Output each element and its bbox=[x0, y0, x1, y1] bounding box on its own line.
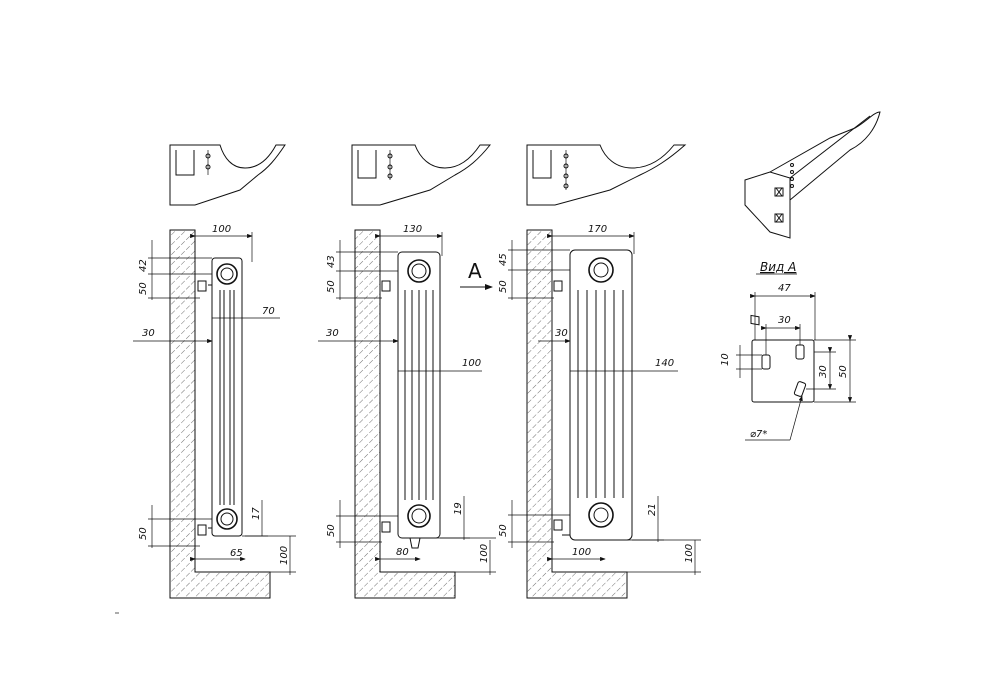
dim-top-dn-1: 50 bbox=[138, 282, 149, 295]
dim-floor-2: 100 bbox=[479, 544, 490, 563]
dim-bottom-off-1: 17 bbox=[251, 507, 262, 520]
radiator-body-3 bbox=[553, 249, 633, 541]
dim-bottom-c-2: 50 bbox=[326, 524, 337, 537]
detail-height: 50 bbox=[838, 365, 849, 378]
view-variant-130: 130 43 50 30 100 50 19 80 100 bbox=[318, 144, 496, 599]
dim-wall-gap-1: 30 bbox=[142, 328, 155, 339]
radiator-body-1 bbox=[197, 257, 243, 537]
dim-bracket-3: 140 bbox=[655, 358, 674, 369]
dim-bottom-w-3: 100 bbox=[572, 547, 591, 558]
dimensions-3: 170 45 50 30 140 50 21 100 100 bbox=[498, 224, 701, 575]
detail-hole-gap: 30 bbox=[818, 365, 829, 378]
view-variant-170: 170 45 50 30 140 50 21 100 100 bbox=[498, 144, 701, 599]
detail-width: 47 bbox=[778, 283, 791, 294]
dim-floor-3: 100 bbox=[684, 544, 695, 563]
dim-wall-gap-2: 30 bbox=[326, 328, 339, 339]
bracket-sketch-1 bbox=[169, 144, 286, 206]
dim-bottom-off-2: 19 bbox=[453, 502, 464, 515]
dim-top-dn-2: 50 bbox=[326, 280, 337, 293]
detail-diameter: ⌀7* bbox=[750, 429, 767, 440]
dim-bottom-w-1: 65 bbox=[230, 548, 243, 559]
dim-top-up-1: 42 bbox=[138, 259, 149, 272]
dim-bottom-c-3: 50 bbox=[498, 524, 509, 537]
dim-bottom-w-2: 80 bbox=[396, 547, 409, 558]
wall-section-3 bbox=[526, 229, 628, 599]
dim-depth-2: 130 bbox=[403, 224, 422, 235]
dim-floor-1: 100 bbox=[279, 546, 290, 565]
bracket-isometric bbox=[744, 111, 881, 326]
dimensions-1: 100 42 50 30 70 50 17 65 100 bbox=[133, 224, 296, 575]
dim-bottom-c-1: 50 bbox=[138, 527, 149, 540]
radiator-body-2 bbox=[381, 251, 441, 549]
detail-holes: 30 bbox=[778, 315, 791, 326]
dim-wall-gap-3: 30 bbox=[555, 328, 568, 339]
dim-bracket-2: 100 bbox=[462, 358, 481, 369]
view-a-detail: Вид А 47 30 10 30 50 ⌀7* bbox=[720, 260, 856, 441]
dim-depth-1: 100 bbox=[212, 224, 231, 235]
arrow-label-a: A bbox=[468, 259, 482, 283]
dim-bottom-off-3: 21 bbox=[647, 503, 658, 516]
dim-top-up-2: 43 bbox=[326, 255, 337, 268]
bracket-sketch-3 bbox=[526, 144, 687, 206]
dim-bracket-1: 70 bbox=[262, 306, 275, 317]
dim-depth-3: 170 bbox=[588, 224, 607, 235]
view-variant-100: 100 42 50 30 70 50 17 65 100 bbox=[133, 144, 296, 599]
dimensions-2: 130 43 50 30 100 50 19 80 100 bbox=[318, 224, 496, 575]
dim-top-dn-3: 50 bbox=[498, 280, 509, 293]
dim-top-up-3: 45 bbox=[498, 253, 509, 266]
bracket-sketch-2 bbox=[351, 144, 492, 206]
view-arrow-a: A bbox=[460, 259, 493, 290]
view-a-title: Вид А bbox=[760, 260, 796, 274]
detail-slot: 10 bbox=[720, 353, 731, 366]
